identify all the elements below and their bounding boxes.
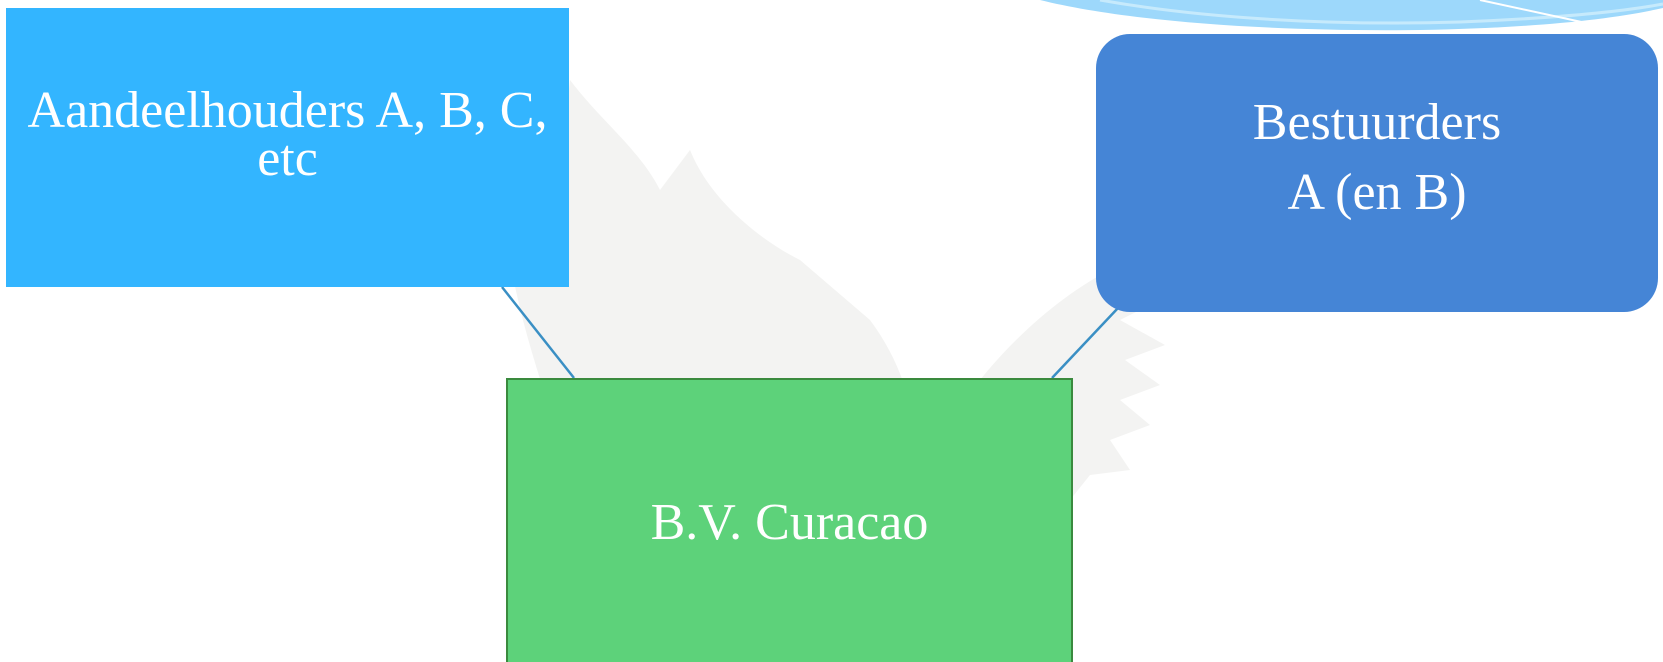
connector-directors-to-company [1051,307,1119,379]
eagle-left-wing [510,80,920,440]
blue-wave-shape [1040,0,1663,31]
company-label: B.V. Curacao [650,494,929,551]
company-box: B.V. Curacao [506,378,1073,662]
directors-label-line-2: A (en B) [1287,164,1467,221]
connector-shareholders-to-company [501,286,575,379]
directors-label-line-1: Bestuurders [1252,94,1502,151]
shareholders-box: Aandeelhouders A, B, C, etc [6,8,569,287]
blue-wave-line [1479,0,1601,27]
shareholders-label-line-2: etc [257,129,318,187]
directors-box: Bestuurders A (en B) [1096,34,1658,312]
blue-wave-highlight [1099,0,1663,25]
shareholders-label-line-1: Aandeelhouders A, B, C, [27,81,548,139]
